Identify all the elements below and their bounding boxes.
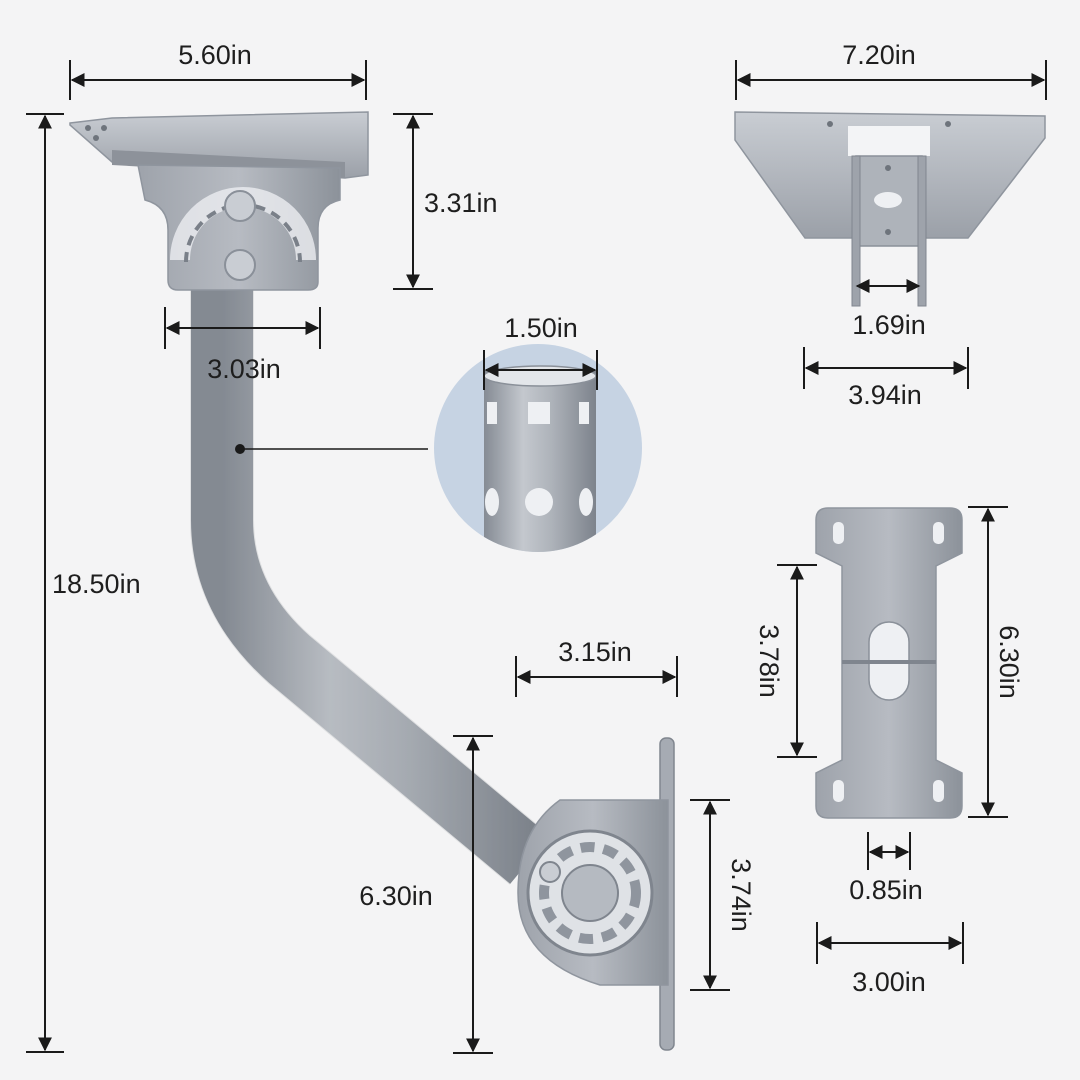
label-flat-inner-height: 3.78in xyxy=(754,624,784,698)
base-plate-view xyxy=(815,507,963,819)
label-tube-diameter: 1.50in xyxy=(504,313,578,343)
dimension-lines xyxy=(26,60,1047,1054)
label-total-height: 18.50in xyxy=(52,569,141,599)
label-base-depth: 3.15in xyxy=(558,637,632,667)
label-top-width: 7.20in xyxy=(842,40,916,70)
dimension-labels: 5.60in 3.31in 3.03in 18.50in 1.50in 7.20… xyxy=(52,40,1024,997)
arm-tube xyxy=(191,282,550,884)
label-tube-offset: 3.03in xyxy=(207,354,281,384)
tube-detail-callout xyxy=(434,344,642,552)
wall-base-bracket xyxy=(517,737,675,1051)
label-base-drop: 6.30in xyxy=(359,881,433,911)
top-bracket-view xyxy=(734,111,1046,307)
swivel-bolt-upper xyxy=(224,190,256,222)
tube-detail-body xyxy=(484,370,596,552)
label-flat-width: 3.00in xyxy=(852,967,926,997)
label-slot-width: 0.85in xyxy=(849,875,923,905)
label-plate-height: 3.31in xyxy=(424,188,498,218)
label-bracket-gap: 1.69in xyxy=(852,310,926,340)
label-bracket-width: 3.94in xyxy=(848,380,922,410)
swivel-bolt-lower xyxy=(224,249,256,281)
label-flat-outer-height: 6.30in xyxy=(994,625,1024,699)
main-arm-assembly xyxy=(69,111,675,1051)
label-plate-width: 5.60in xyxy=(178,40,252,70)
label-base-height: 3.74in xyxy=(726,858,756,932)
arm-tube-outline xyxy=(190,282,551,885)
